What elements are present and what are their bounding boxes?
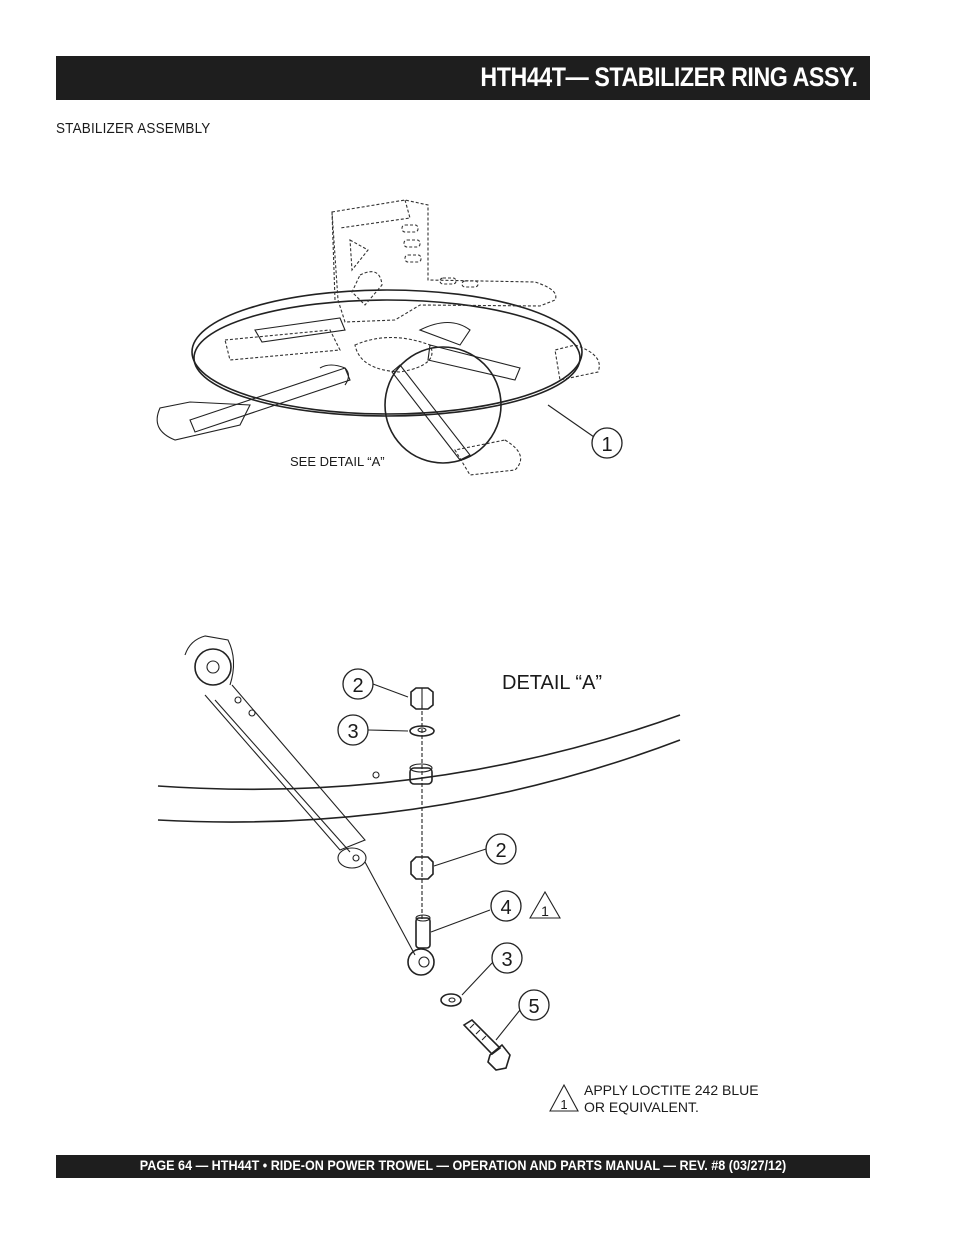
section-label: STABILIZER ASSEMBLY: [56, 120, 211, 137]
callout-number: 2: [352, 675, 363, 697]
callout-number: 5: [528, 996, 539, 1018]
callout-4: 4: [490, 890, 522, 922]
callout-number: 3: [347, 721, 358, 743]
warning-triangle-icon: 1: [529, 890, 561, 919]
detail-a-drawing: [157, 635, 681, 1071]
see-detail-label: SEE DETAIL “A”: [290, 454, 385, 469]
callout-5: 5: [518, 989, 550, 1021]
callout-1: 1: [591, 427, 623, 459]
page-title: HTH44T— STABILIZER RING ASSY.: [480, 62, 859, 92]
note-line-2: OR EQUIVALENT.: [584, 1099, 699, 1115]
callout-number: 4: [500, 897, 511, 919]
detail-a-title: DETAIL “A”: [502, 672, 602, 694]
stabilizer-assembly-drawing: [156, 199, 600, 476]
loctite-note: 1 APPLY LOCTITE 242 BLUE OR EQUIVALENT.: [549, 1082, 759, 1115]
page-footer-bar: PAGE 64 — HTH44T • RIDE-ON POWER TROWEL …: [56, 1155, 870, 1178]
page-header-bar: HTH44T— STABILIZER RING ASSY.: [56, 56, 870, 100]
footer-text: PAGE 64 — HTH44T • RIDE-ON POWER TROWEL …: [139, 1157, 787, 1173]
callout-2-upper: 2: [342, 668, 374, 700]
callout-number: 2: [495, 840, 506, 862]
callout-3-lower: 3: [491, 942, 523, 974]
warning-marker: 1: [541, 903, 549, 919]
callout-number: 3: [501, 949, 512, 971]
callout-2-lower: 2: [485, 833, 517, 865]
note-marker: 1: [560, 1097, 567, 1112]
note-line-1: APPLY LOCTITE 242 BLUE: [584, 1082, 759, 1098]
note-triangle-icon: 1: [549, 1083, 579, 1112]
callout-number: 1: [601, 434, 612, 456]
callout-3-upper: 3: [337, 714, 369, 746]
